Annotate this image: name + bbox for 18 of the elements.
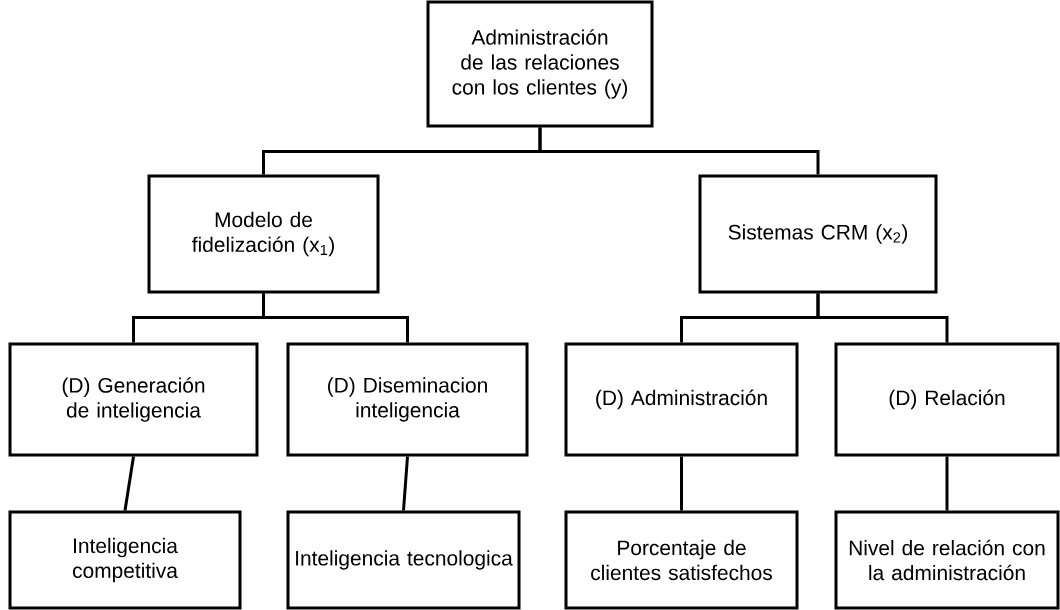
box: Inteligencia competitiva (8, 510, 242, 610)
box: Porcentaje de clientes satisfechos (564, 510, 799, 610)
connector-line (402, 456, 409, 511)
box: Sistemas CRM (x$_{2}$) (698, 174, 938, 294)
connector-line (123, 456, 135, 511)
box: Nivel de relación con la administración (834, 510, 1060, 610)
box: Inteligencia tecnologica (286, 510, 521, 610)
box: (D) Administración (564, 342, 799, 457)
box: (D) Generación de inteligencia (8, 342, 259, 457)
connector-line (538, 127, 820, 175)
box: Administración de las relaciones con los clientes (y) (426, 0, 654, 128)
connector-line (262, 293, 409, 343)
connector-line (680, 456, 683, 511)
box: (D) Diseminacion inteligencia (286, 342, 529, 457)
box: Modelo de fidelización (x$_{1}$) (147, 174, 380, 294)
box: (D) Relación (834, 342, 1060, 457)
connector-line (816, 293, 949, 343)
connector-line (945, 456, 949, 511)
